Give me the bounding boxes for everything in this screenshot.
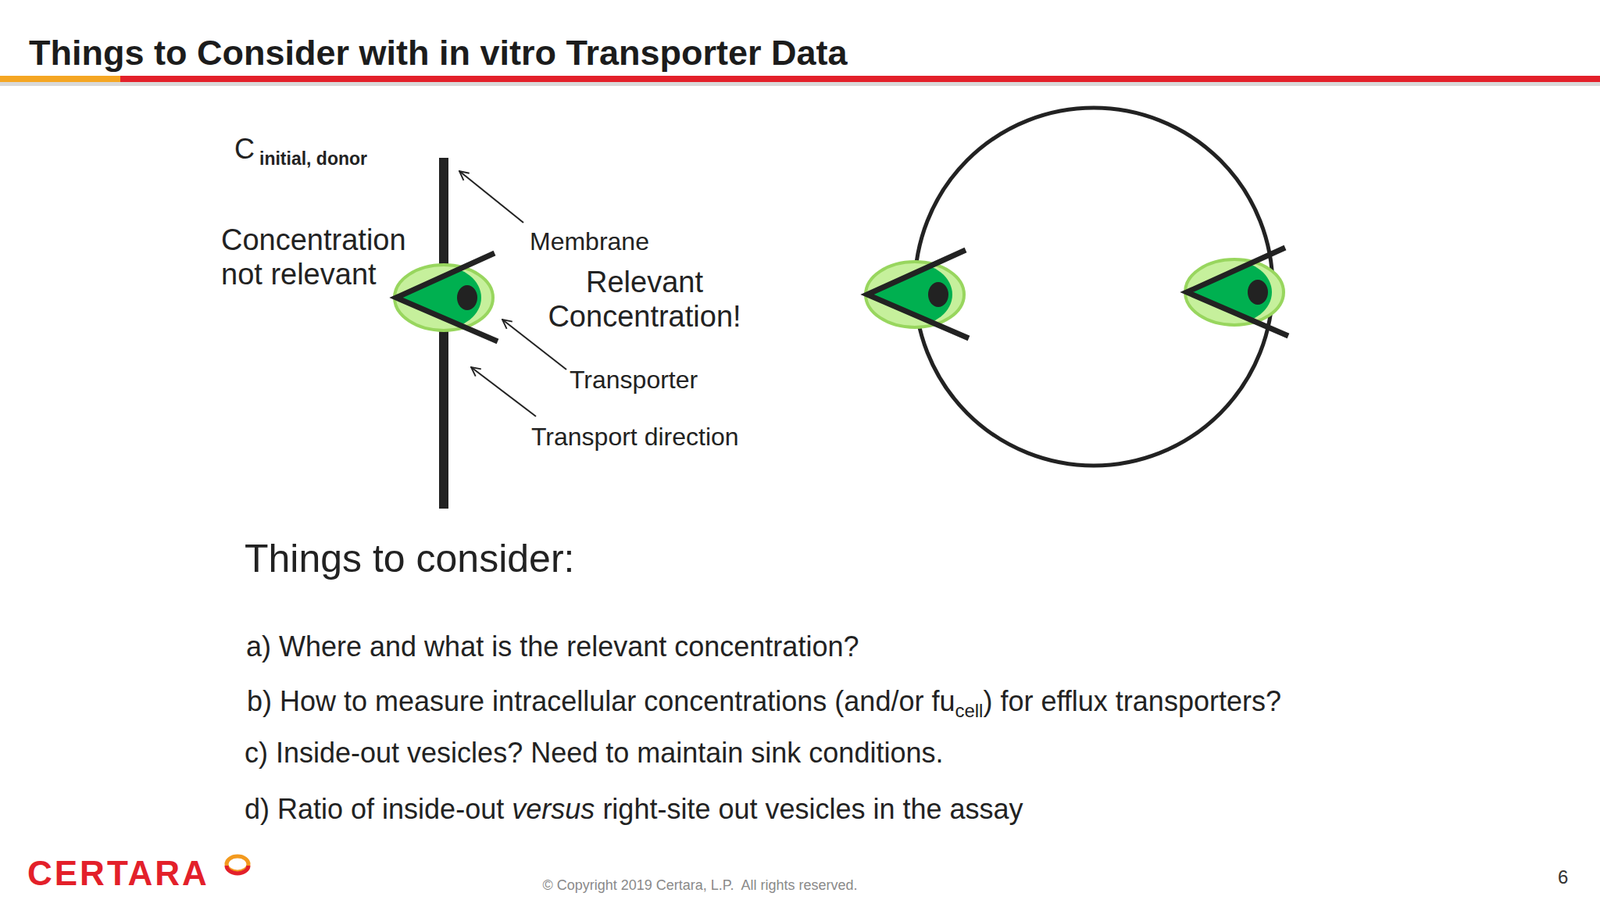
callout-label-line: Transport direction — [531, 422, 740, 452]
list-item-line: d) Ratio of inside-outversusright-site o… — [244, 792, 1024, 825]
list-item-line: b) How to measure intracellular concentr… — [246, 685, 1282, 722]
list-item: a) Where and what is the relevant concen… — [246, 630, 859, 663]
list-item: right-site out vesicles in the assay — [602, 792, 1023, 825]
list-item: ) for efflux transporters? — [982, 685, 1282, 718]
list-item: b) How to measure intracellular concentr… — [246, 685, 955, 718]
logo-ring-lower — [226, 865, 249, 874]
callout-label: Membrane — [529, 227, 650, 256]
transporter-symbol — [394, 253, 498, 342]
list-item-line: c) Inside-out vesicles? Need to maintain… — [244, 736, 943, 769]
copyright-note: © Copyright 2019 Certara, L.P. All right… — [542, 877, 858, 893]
title-rule-accent — [0, 75, 121, 83]
membrane-line — [439, 157, 449, 509]
annotation: Concentration not relevant — [221, 223, 407, 291]
leader-line — [471, 367, 536, 417]
leader-line — [459, 171, 524, 223]
page-number-line: 6 — [1557, 866, 1568, 889]
annotation-line: Concentration not relevant — [221, 223, 425, 292]
transporter-symbol — [1185, 247, 1289, 336]
list-item: c) Inside-out vesicles? Need to maintain… — [244, 736, 943, 769]
list-heading: Things to consider: — [244, 536, 575, 581]
callout-label: Transport direction — [531, 422, 740, 451]
concentration-symbol: initial, donor — [259, 148, 368, 169]
list-item: d) Ratio of inside-out — [244, 792, 504, 825]
list-item: versus — [511, 792, 595, 825]
callout-label: Transporter — [569, 365, 698, 394]
slide-title: Things to Consider with in vitro Transpo… — [28, 32, 848, 74]
concentration-symbol: C — [234, 132, 255, 165]
transporter-symbol — [865, 250, 969, 339]
list-heading-line: Things to consider: — [244, 536, 575, 583]
page-number: 6 — [1557, 866, 1568, 888]
logo-text: CERTARA — [27, 853, 210, 893]
logo-text-line: CERTARA — [27, 853, 210, 894]
list-item-line: a) Where and what is the relevant concen… — [246, 630, 859, 663]
annotation-line: Relevant Concentration! — [527, 265, 762, 334]
callout-label-line: Transporter — [569, 365, 698, 395]
concentration-symbol-line: Cinitial, donor — [234, 132, 368, 169]
callout-label-line: Membrane — [529, 227, 650, 257]
title-rule — [0, 75, 1600, 83]
annotation: Relevant Concentration! — [547, 265, 741, 333]
copyright-note-line: © Copyright 2019 Certara, L.P. All right… — [542, 877, 858, 894]
list-item: cell — [954, 700, 983, 722]
